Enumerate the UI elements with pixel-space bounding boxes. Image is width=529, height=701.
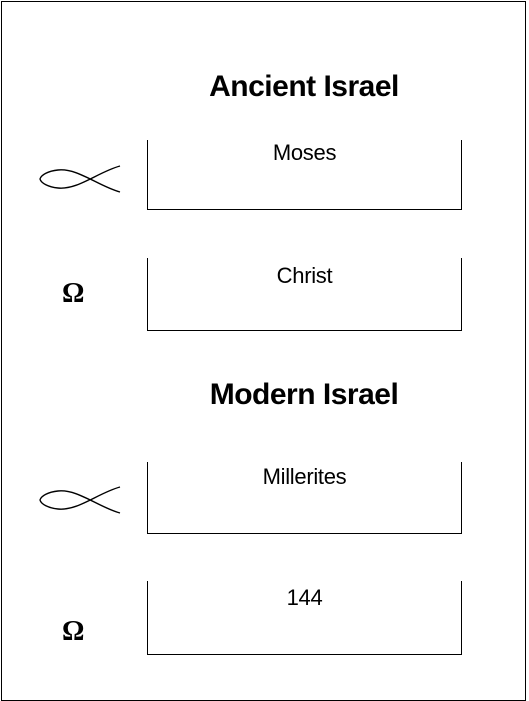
omega-icon: Ω bbox=[62, 616, 85, 647]
label-millerites: Millerites bbox=[262, 464, 347, 489]
bracket-box-moses: Moses bbox=[147, 140, 462, 210]
section-title-modern-israel: Modern Israel bbox=[209, 378, 399, 411]
bracket-box-millerites: Millerites bbox=[147, 462, 462, 534]
label-moses: Moses bbox=[272, 140, 337, 165]
section-title-ancient-israel: Ancient Israel bbox=[209, 70, 399, 103]
bracket-box-christ: Christ bbox=[147, 258, 462, 331]
fish-icon bbox=[39, 486, 121, 514]
bracket-box-144: 144 bbox=[147, 581, 462, 655]
label-144: 144 bbox=[286, 585, 323, 610]
fish-icon bbox=[39, 165, 121, 193]
omega-icon: Ω bbox=[62, 278, 85, 309]
label-christ: Christ bbox=[276, 263, 333, 288]
